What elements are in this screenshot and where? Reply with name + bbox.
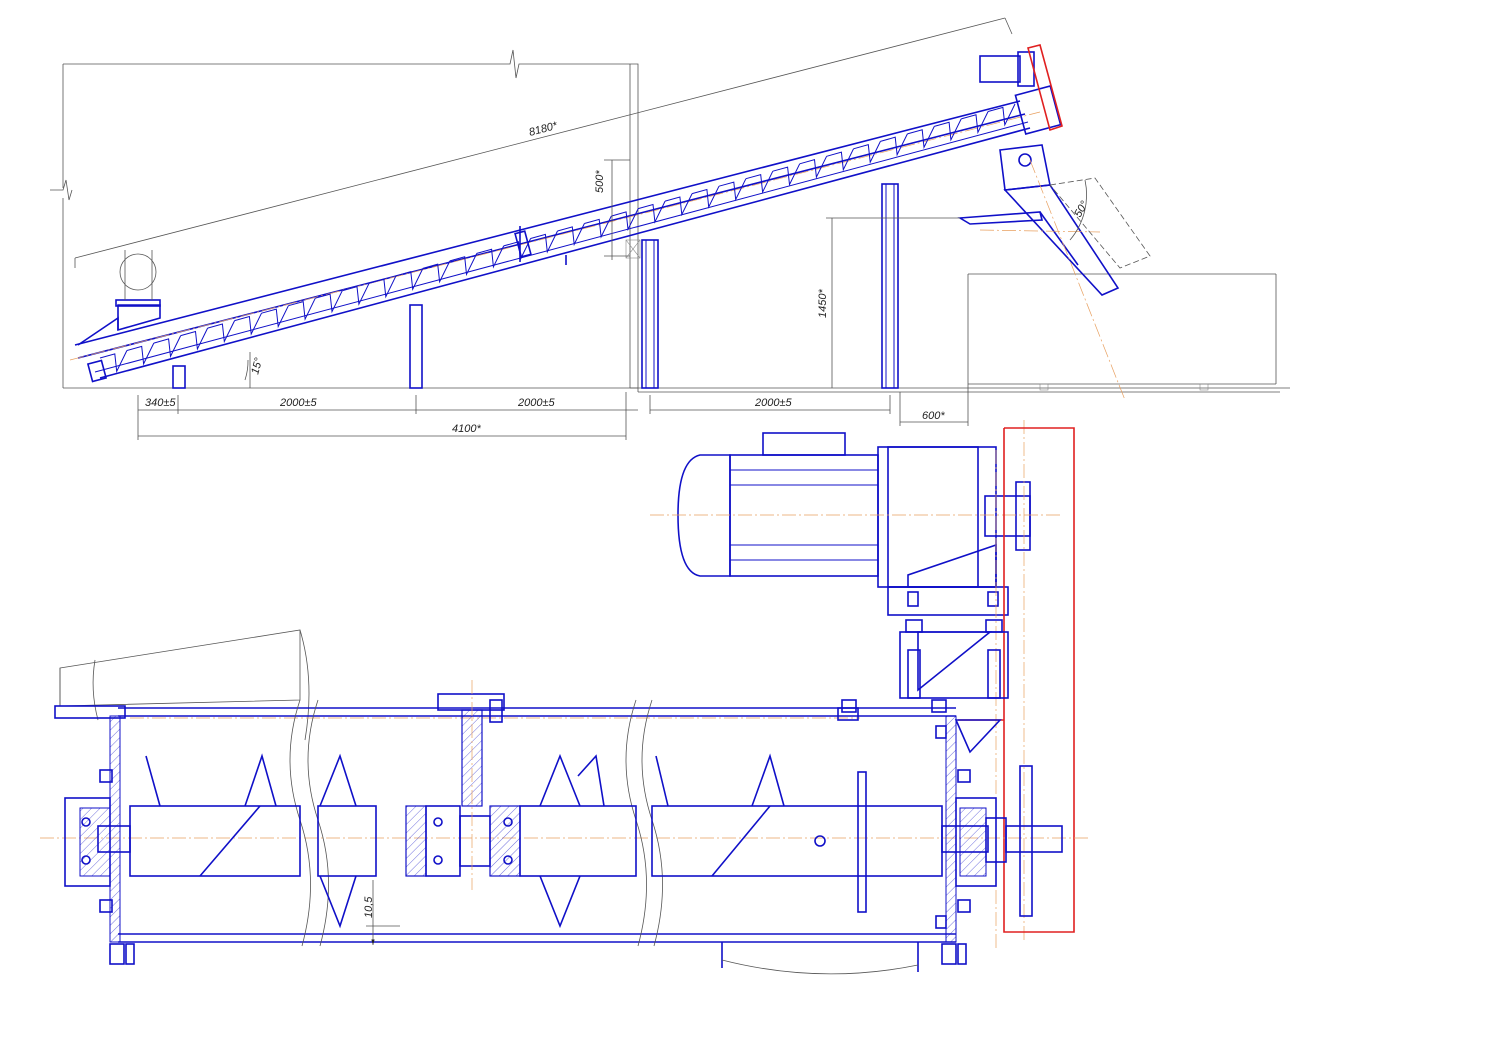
dim-base-length: 4100* [452, 423, 481, 435]
dim-angle-incline: 15° [249, 356, 265, 376]
flight-segment [476, 245, 505, 269]
dim-clearance: 500* [594, 170, 606, 193]
dim-span-2: 2000±5 [279, 397, 318, 409]
conveyor-trough [69, 17, 1151, 401]
flight-segment [611, 208, 639, 232]
dim-offset: 600* [922, 410, 945, 422]
head-bearing [837, 699, 1063, 965]
dim-span-3: 2000±5 [517, 397, 556, 409]
flight-segment [826, 148, 854, 172]
flight-segment [126, 342, 155, 366]
flight-segment [207, 320, 236, 344]
flight-segment [315, 290, 343, 314]
section-detail-view: 10,5 [40, 420, 1090, 975]
flight-segment [342, 283, 370, 306]
flight-segment [99, 350, 128, 374]
flight-segment [961, 111, 989, 135]
flight-segment [234, 312, 262, 336]
dim-height: 1450* [817, 289, 829, 318]
dim-flight-gap: 10,5 [363, 896, 375, 918]
flight-segment [530, 230, 558, 254]
dim-hopper-angle: 50° [1072, 199, 1091, 220]
flight-segment [180, 327, 209, 351]
flight-segment [422, 260, 451, 284]
dimension-lines [137, 159, 1087, 440]
flight-segment [449, 253, 478, 277]
motor-bracket [899, 619, 1009, 699]
screw-flights [99, 103, 1016, 374]
flight-segment [395, 268, 424, 291]
flight-section [145, 753, 785, 929]
supports [172, 183, 899, 389]
flight-segment [745, 170, 774, 194]
safety-guard [1003, 427, 1075, 933]
flight-segment [503, 238, 532, 262]
flight-segment [638, 200, 666, 224]
drive-motor [650, 420, 1060, 950]
flight-gap-dimension: 10,5 [363, 880, 400, 945]
flight-segment [907, 126, 935, 150]
dim-span-1: 340±5 [145, 397, 176, 409]
flight-segment [557, 223, 585, 247]
flight-segment [880, 133, 908, 157]
dim-total-length: 8180* [528, 120, 560, 139]
elevation-view: 8180* 500* 15° 1450* 50° 340±5 2000±5 20… [50, 17, 1290, 440]
flight-segment [261, 305, 289, 329]
flight-segment [772, 163, 801, 187]
flight-segment [853, 141, 881, 164]
flight-segment [718, 178, 747, 202]
inlet-chute [59, 629, 310, 741]
flight-segment [153, 335, 182, 359]
flight-segment [584, 215, 612, 239]
flight-segment [934, 118, 962, 142]
flight-segment [799, 156, 828, 179]
flight-segment [691, 185, 720, 209]
flight-segment [987, 103, 1016, 127]
flight-segment [664, 193, 693, 217]
dim-span-4: 2000±5 [754, 397, 793, 409]
flight-segment [368, 275, 397, 299]
hanger-bearing [405, 680, 521, 890]
trough-body [40, 699, 1090, 975]
flight-segment [288, 297, 316, 321]
tail-bearing [64, 715, 135, 965]
